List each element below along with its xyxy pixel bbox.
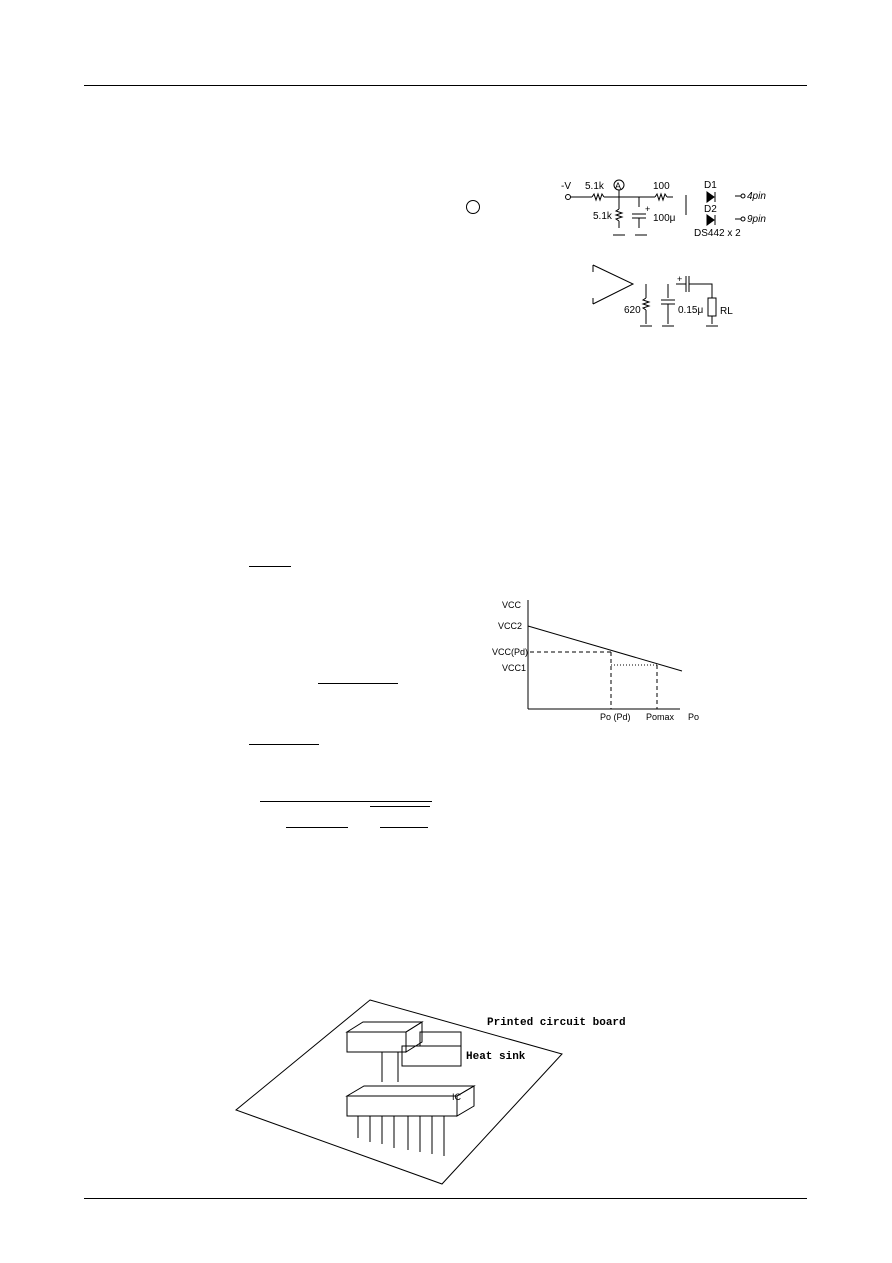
d1-label: D1 bbox=[704, 180, 717, 191]
diodes-label: DS442 x 2 bbox=[694, 228, 741, 239]
pin4-label: 4pin bbox=[747, 191, 766, 202]
r620-label: 620 bbox=[624, 305, 641, 316]
x-po-pd-label: Po (Pd) bbox=[600, 712, 631, 722]
pcb-heatsink-illustration: Printed circuit board Heat sink IC bbox=[235, 999, 626, 1185]
x-axis-label: Po bbox=[688, 712, 699, 722]
vccpd-label: VCC(Pd) bbox=[492, 647, 528, 657]
heatsink-label: Heat sink bbox=[466, 1051, 526, 1063]
formula-rule-3 bbox=[249, 744, 319, 745]
vcc1-label: VCC1 bbox=[502, 663, 526, 673]
formula-rule-1 bbox=[249, 566, 291, 567]
header-rule bbox=[84, 85, 807, 86]
bias-circuit-schematic: -V 5.1k A 100 D1 D2 4pin 9pin 5.1k + 100… bbox=[561, 179, 766, 239]
pin9-label: 9pin bbox=[747, 214, 766, 225]
neg-v-label: -V bbox=[561, 181, 571, 192]
pcb-label: Printed circuit board bbox=[487, 1017, 626, 1029]
formula-rule-4 bbox=[260, 801, 432, 802]
r1-label: 5.1k bbox=[585, 181, 605, 192]
y-axis-label: VCC bbox=[502, 600, 522, 610]
c015-label: 0.15μ bbox=[678, 305, 703, 316]
r3-label: 5.1k bbox=[593, 211, 613, 222]
formula-rule-2 bbox=[318, 683, 398, 684]
footer-rule bbox=[84, 1198, 807, 1199]
ic-label: IC bbox=[452, 1092, 462, 1102]
d2-label: D2 bbox=[704, 204, 717, 215]
c1-label: 100μ bbox=[653, 213, 676, 224]
formula-rule-6 bbox=[286, 827, 348, 828]
rl-label: RL bbox=[720, 306, 733, 317]
output-circuit-schematic: 620 0.15μ + RL bbox=[592, 264, 733, 327]
x-pomax-label: Pomax bbox=[646, 712, 675, 722]
vcc-po-graph: VCC VCC2 VCC(Pd) VCC1 Po (Pd) Pomax Po bbox=[492, 600, 699, 722]
vcc2-label: VCC2 bbox=[498, 621, 522, 631]
cap-plus-label: + bbox=[645, 204, 650, 214]
cap-plus-label-2: + bbox=[677, 274, 682, 284]
formula-rule-7 bbox=[380, 827, 428, 828]
formula-rule-5 bbox=[370, 806, 430, 807]
r2-label: 100 bbox=[653, 181, 670, 192]
circle-marker-icon bbox=[466, 200, 480, 214]
node-a-label: A bbox=[615, 181, 621, 191]
